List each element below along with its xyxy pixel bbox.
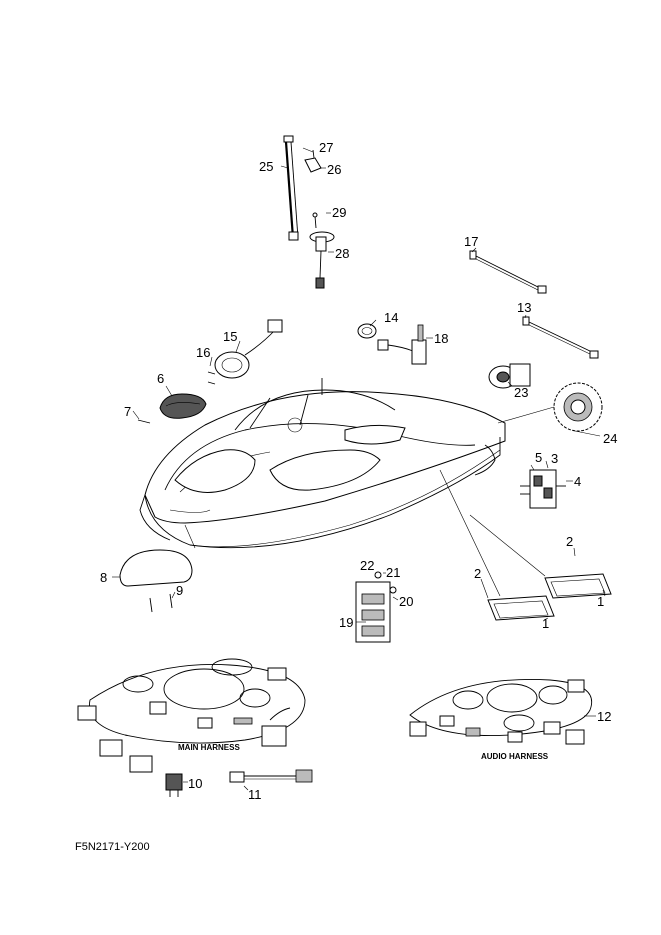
callout-25: 25 — [259, 159, 273, 174]
callout-4: 4 — [574, 474, 581, 489]
main-harness-caption: MAIN HARNESS — [178, 743, 240, 752]
speaker-assembly — [207, 319, 283, 385]
relay-10 — [165, 773, 183, 797]
callout-13: 13 — [517, 300, 531, 315]
control-unit-19 — [355, 571, 397, 643]
cable-11 — [229, 769, 313, 783]
callout-26: 26 — [327, 162, 341, 177]
callout-3: 3 — [551, 451, 558, 466]
callout-14: 14 — [384, 310, 398, 325]
navigation-light — [137, 393, 207, 424]
boat-hull — [139, 378, 506, 549]
main-harness — [77, 658, 306, 773]
audio-harness-caption: AUDIO HARNESS — [481, 752, 549, 761]
callout-20: 20 — [399, 594, 413, 609]
callout-23: 23 — [514, 385, 528, 400]
cable-13 — [522, 316, 599, 359]
battery-box-lower — [487, 595, 555, 621]
callout-19: 19 — [339, 615, 353, 630]
callout-2-upper: 2 — [566, 534, 573, 549]
callout-21: 21 — [386, 565, 400, 580]
callout-16: 16 — [196, 345, 210, 360]
callout-1-lower: 1 — [542, 616, 549, 631]
cover-8 — [119, 524, 196, 613]
callout-29: 29 — [332, 205, 346, 220]
callout-17: 17 — [464, 234, 478, 249]
callout-28: 28 — [335, 246, 349, 261]
callout-11: 11 — [248, 787, 262, 802]
callout-10: 10 — [188, 776, 202, 791]
leader-lines — [112, 147, 606, 791]
light-base-assembly — [309, 212, 335, 289]
callout-24: 24 — [603, 431, 617, 446]
callout-6: 6 — [157, 371, 164, 386]
callout-7: 7 — [124, 404, 131, 419]
cable-17 — [469, 250, 547, 294]
callout-18: 18 — [434, 331, 448, 346]
sensor-assembly — [357, 323, 427, 365]
leader-1-lower — [439, 469, 501, 597]
callout-8: 8 — [100, 570, 107, 585]
callout-2-lower: 2 — [474, 566, 481, 581]
gauge-24 — [497, 382, 603, 432]
audio-harness — [409, 679, 592, 745]
battery-box-upper — [544, 573, 612, 599]
callout-27: 27 — [319, 140, 333, 155]
callout-9: 9 — [176, 583, 183, 598]
mast-pole-assembly — [283, 135, 322, 241]
callout-22: 22 — [360, 558, 374, 573]
diagram-code: F5N2171-Y200 — [75, 841, 150, 853]
leader-1-upper — [469, 514, 546, 577]
callout-1-upper: 1 — [597, 594, 604, 609]
callout-12: 12 — [597, 709, 611, 724]
switch-bracket — [520, 469, 566, 509]
connector-23 — [488, 363, 531, 389]
callout-5: 5 — [535, 450, 542, 465]
callout-labels: 1 1 2 2 3 4 5 6 7 8 9 10 11 12 13 14 15 … — [100, 140, 617, 802]
callout-15: 15 — [223, 329, 237, 344]
